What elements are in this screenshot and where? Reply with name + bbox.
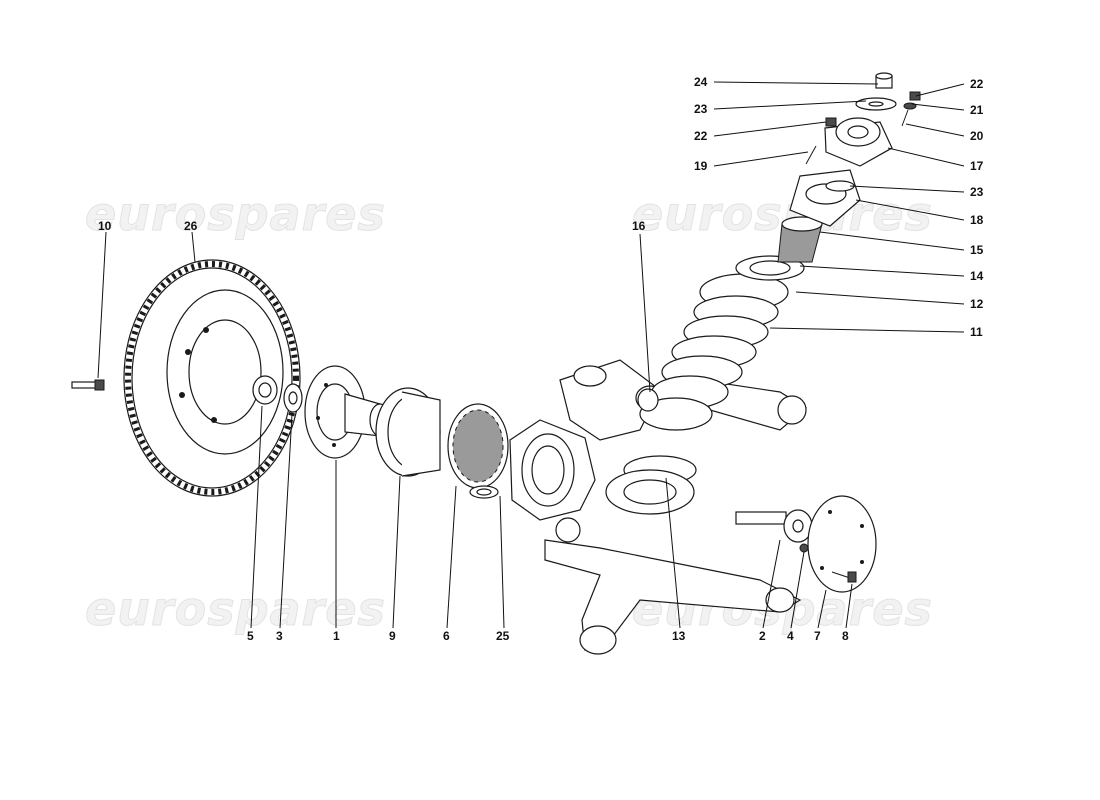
callout-13: 13: [672, 629, 686, 643]
seal-ring-drawing: [469, 485, 499, 499]
callout-5: 5: [247, 629, 254, 643]
top-washer-lower-drawing: [825, 180, 855, 192]
coil-spring-drawing: [639, 273, 789, 431]
brake-disc-drawing: [123, 259, 301, 497]
callout-23-lower: 23: [970, 185, 984, 199]
callout-labels: 24 23 22 19 22 21 20 17 23 18 15 14 12 1…: [98, 75, 984, 643]
callout-11: 11: [970, 325, 983, 339]
callout-16: 16: [632, 219, 646, 233]
callout-17: 17: [970, 159, 984, 173]
callout-7: 7: [814, 629, 821, 643]
callout-1: 1: [333, 629, 340, 643]
cover-screw-drawing: [831, 571, 857, 583]
callout-8: 8: [842, 629, 849, 643]
callout-22-right: 22: [970, 77, 984, 91]
wheel-hub-drawing: [304, 365, 391, 459]
callout-19: 19: [694, 159, 708, 173]
watermark-bottom-left: eurospares: [85, 582, 386, 636]
mount-stud-right-drawing: [901, 91, 921, 127]
top-nut-drawing: [875, 72, 893, 89]
callout-12: 12: [970, 297, 984, 311]
leader-lines: [97, 81, 965, 629]
cover-plate-drawing: [807, 495, 877, 593]
watermark-top-right: eurospares: [632, 187, 933, 241]
callout-25: 25: [496, 629, 510, 643]
wheel-bearing-drawing: [447, 403, 509, 489]
lower-wishbone-drawing: [544, 517, 802, 655]
hub-carrier-drawing: [509, 419, 596, 521]
callout-15: 15: [970, 243, 984, 257]
callout-4: 4: [787, 629, 794, 643]
callout-26: 26: [184, 219, 198, 233]
callout-18: 18: [970, 213, 984, 227]
callout-10: 10: [98, 219, 112, 233]
watermark-top-left: eurospares: [85, 187, 386, 241]
callout-14: 14: [970, 269, 984, 283]
watermark-group: eurospares eurospares eurospares eurospa…: [85, 187, 933, 637]
mount-nut-left-drawing: [825, 117, 837, 127]
callout-24: 24: [694, 75, 708, 89]
wheel-stud-drawing: [71, 379, 105, 391]
upper-wishbone-drawing: [559, 359, 808, 441]
callout-22-left: 22: [694, 129, 708, 143]
callout-2: 2: [759, 629, 766, 643]
hub-nut-drawing: [252, 375, 278, 405]
pivot-pin-drawing: [735, 509, 813, 543]
pivot-washer-drawing: [799, 543, 809, 553]
top-mount-drawing: [824, 117, 893, 167]
callout-20: 20: [970, 129, 984, 143]
mount-stud-left-drawing: [805, 145, 817, 165]
bump-stop-drawing: [777, 216, 823, 263]
lower-spring-seat-drawing: [605, 455, 697, 515]
callout-23-upper: 23: [694, 102, 708, 116]
wishbone-bush-drawing: [637, 388, 659, 412]
callout-9: 9: [389, 629, 396, 643]
washer-drawing: [283, 383, 303, 413]
callout-21: 21: [970, 103, 984, 117]
top-washer-upper-drawing: [855, 97, 897, 111]
spacer-ring-drawing: [375, 387, 441, 477]
callout-6: 6: [443, 629, 450, 643]
callout-3: 3: [276, 629, 283, 643]
